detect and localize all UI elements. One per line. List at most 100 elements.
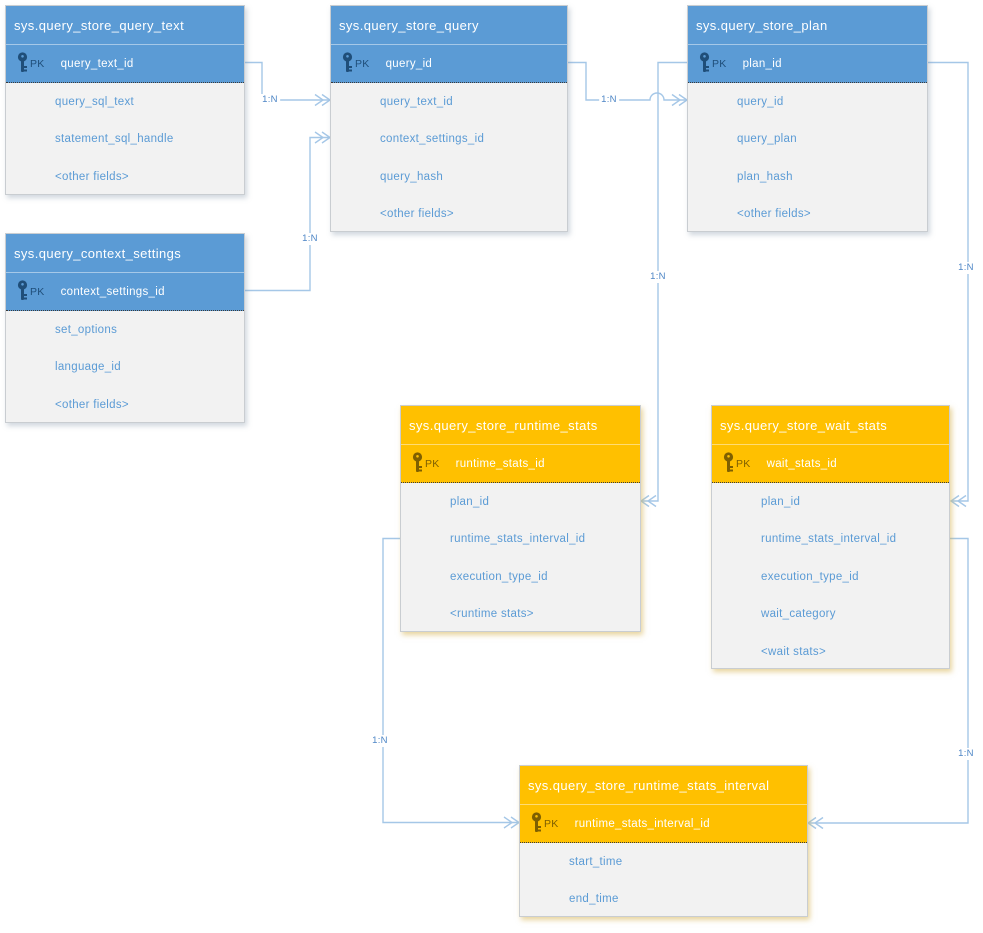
relationship-label: 1:N xyxy=(260,94,280,106)
field-row: plan_hash xyxy=(688,158,927,196)
pk-row: PK wait_stats_id xyxy=(712,444,949,483)
field-name: plan_id xyxy=(761,495,801,508)
relationship-label: 1:N xyxy=(370,735,390,747)
table-query-store-plan: sys.query_store_plan PK plan_id query_id… xyxy=(687,5,928,232)
relationship-label: 1:N xyxy=(599,94,619,106)
field-name: <other fields> xyxy=(55,170,129,183)
connector-contextsettings-to-query xyxy=(245,131,332,292)
table-title-text: sys.query_store_wait_stats xyxy=(720,417,888,433)
field-name: <other fields> xyxy=(737,208,811,221)
primary-key-icon xyxy=(342,52,353,72)
field-name: query_plan xyxy=(737,133,797,146)
pk-row: PK query_id xyxy=(331,44,567,83)
field-row: start_time xyxy=(520,843,807,881)
table-title: sys.query_store_wait_stats xyxy=(712,406,949,444)
table-title: sys.query_store_runtime_stats_interval xyxy=(520,766,807,804)
primary-key-icon xyxy=(531,812,542,832)
field-name: language_id xyxy=(55,361,121,374)
pk-row: PK plan_id xyxy=(688,44,927,83)
table-title-text: sys.query_store_runtime_stats_interval xyxy=(528,777,770,793)
field-row: <other fields> xyxy=(688,196,927,234)
field-name: runtime_stats_interval_id xyxy=(450,533,586,546)
field-row: plan_id xyxy=(401,483,640,521)
table-query-store-runtime-stats-interval: sys.query_store_runtime_stats_interval P… xyxy=(519,765,808,917)
pk-badge: PK xyxy=(355,57,370,70)
field-name: query_text_id xyxy=(380,95,453,108)
field-name: query_sql_text xyxy=(55,95,134,108)
field-name: query_hash xyxy=(380,170,444,183)
pk-badge: PK xyxy=(736,457,751,470)
field-name: wait_category xyxy=(761,608,836,621)
connector-query-to-plan xyxy=(568,61,689,107)
relationship-label: 1:N xyxy=(300,233,320,245)
field-row: <other fields> xyxy=(6,386,244,424)
pk-badge: PK xyxy=(30,57,45,70)
field-row: query_sql_text xyxy=(6,83,244,121)
field-row: wait_category xyxy=(712,596,949,634)
field-name: execution_type_id xyxy=(761,570,859,583)
field-name: plan_hash xyxy=(737,170,793,183)
field-name: end_time xyxy=(569,893,619,906)
table-title: sys.query_store_query xyxy=(331,6,567,44)
table-title: sys.query_context_settings xyxy=(6,234,244,272)
table-query-store-wait-stats: sys.query_store_wait_stats PK wait_stats… xyxy=(711,405,950,669)
relationship-label: 1:N xyxy=(648,271,668,283)
field-row: query_text_id xyxy=(331,83,567,121)
relationship-label: 1:N xyxy=(956,262,976,274)
pk-field-name: runtime_stats_id xyxy=(455,457,545,470)
field-row: plan_id xyxy=(712,483,949,521)
pk-field-name: context_settings_id xyxy=(60,285,165,298)
field-name: plan_id xyxy=(450,495,490,508)
pk-field-name: query_id xyxy=(385,57,433,70)
table-title-text: sys.query_store_plan xyxy=(696,17,828,33)
pk-field-name: query_text_id xyxy=(60,57,134,70)
table-query-store-runtime-stats: sys.query_store_runtime_stats PK runtime… xyxy=(400,405,641,632)
field-row: <other fields> xyxy=(331,196,567,234)
field-name: start_time xyxy=(569,855,623,868)
field-row: runtime_stats_interval_id xyxy=(712,521,949,559)
pk-badge: PK xyxy=(30,285,45,298)
primary-key-icon xyxy=(412,452,423,472)
field-row: runtime_stats_interval_id xyxy=(401,521,640,559)
field-name: <other fields> xyxy=(380,208,454,221)
primary-key-icon xyxy=(17,280,28,300)
field-row: statement_sql_handle xyxy=(6,121,244,159)
table-query-store-query: sys.query_store_query PK query_id query_… xyxy=(330,5,568,232)
field-row: query_id xyxy=(688,83,927,121)
table-title-text: sys.query_store_runtime_stats xyxy=(409,417,598,433)
pk-field-name: wait_stats_id xyxy=(766,457,837,470)
pk-badge: PK xyxy=(425,457,440,470)
table-title-text: sys.query_context_settings xyxy=(14,245,182,261)
field-name: <wait stats> xyxy=(761,645,826,658)
field-row: query_hash xyxy=(331,158,567,196)
field-row: end_time xyxy=(520,881,807,919)
table-query-context-settings: sys.query_context_settings PK context_se… xyxy=(5,233,245,423)
table-title: sys.query_store_runtime_stats xyxy=(401,406,640,444)
field-row: execution_type_id xyxy=(401,558,640,596)
field-name: execution_type_id xyxy=(450,570,548,583)
pk-badge: PK xyxy=(544,817,559,830)
primary-key-icon xyxy=(17,52,28,72)
field-name: context_settings_id xyxy=(380,133,485,146)
field-row: <wait stats> xyxy=(712,633,949,671)
field-row: set_options xyxy=(6,311,244,349)
table-title-text: sys.query_store_query_text xyxy=(14,17,185,33)
field-name: <runtime stats> xyxy=(450,608,534,621)
field-row: language_id xyxy=(6,349,244,387)
field-row: <runtime stats> xyxy=(401,596,640,634)
pk-field-name: runtime_stats_interval_id xyxy=(574,817,710,830)
table-title: sys.query_store_plan xyxy=(688,6,927,44)
connector-querytext-to-query xyxy=(245,61,332,107)
relationship-label: 1:N xyxy=(956,748,976,760)
field-row: execution_type_id xyxy=(712,558,949,596)
table-title-text: sys.query_store_query xyxy=(339,17,479,33)
field-row: <other fields> xyxy=(6,158,244,196)
pk-row: PK runtime_stats_interval_id xyxy=(520,804,807,843)
field-row: query_plan xyxy=(688,121,927,159)
table-title: sys.query_store_query_text xyxy=(6,6,244,44)
pk-field-name: plan_id xyxy=(742,57,782,70)
primary-key-icon xyxy=(699,52,710,72)
field-name: set_options xyxy=(55,323,118,336)
table-query-store-query-text: sys.query_store_query_text PK query_text… xyxy=(5,5,245,195)
